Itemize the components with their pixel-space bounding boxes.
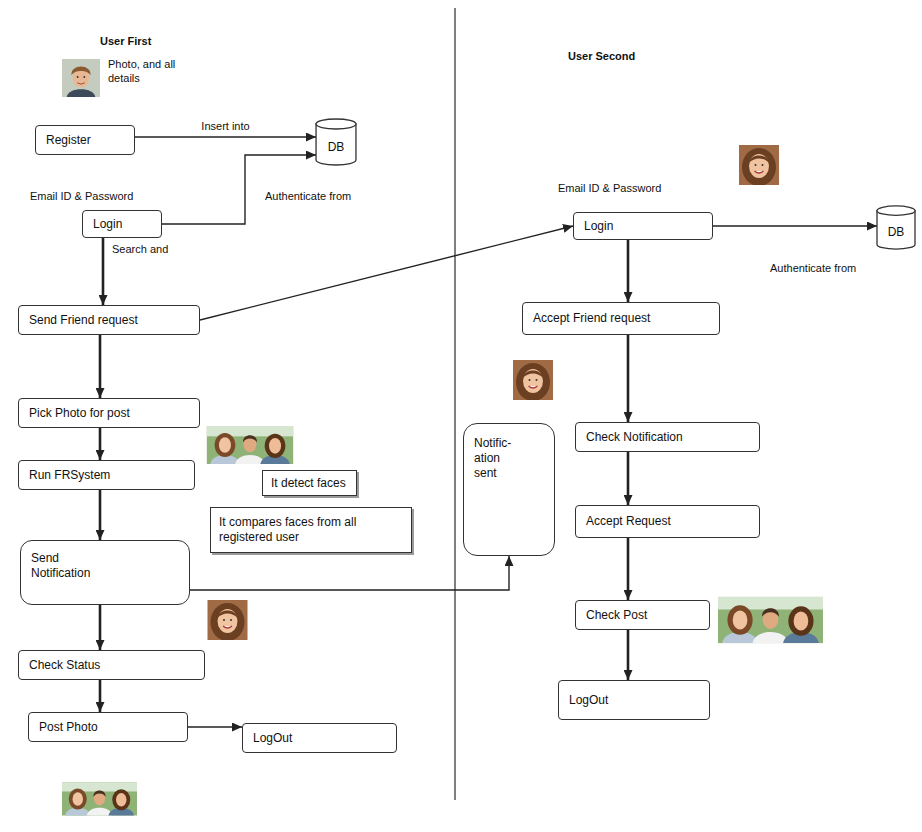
annotation-label: Email ID & Password: [558, 182, 661, 196]
process-box: LogOut: [242, 723, 397, 753]
lane-title: User First: [100, 35, 151, 49]
node-text: Send Notification: [31, 551, 111, 581]
node-text: LogOut: [253, 731, 386, 746]
process-box: Check Notification: [575, 422, 760, 452]
node-text: Login: [93, 217, 151, 232]
annotation-label: Authenticate from: [770, 262, 856, 276]
process-box: Accept Friend request: [522, 302, 720, 335]
node-content: It detect faces: [271, 476, 348, 491]
annotation-label: Email ID & Password: [30, 190, 133, 204]
node-content: Check Post: [586, 608, 699, 623]
user-photo: [62, 59, 100, 97]
process-box: Send Notification: [20, 540, 190, 605]
node-text: Send Friend request: [29, 313, 189, 328]
node-text: Run FRSystem: [29, 468, 184, 483]
node-content: Check Status: [29, 658, 194, 673]
process-box: Pick Photo for post: [18, 398, 200, 428]
flow-arrow: [627, 630, 630, 680]
flow-arrow: [135, 136, 316, 137]
notification-box: Notific- ation sent: [463, 423, 555, 556]
process-box: Login: [573, 212, 713, 240]
node-content: DB: [317, 140, 355, 155]
flow-arrow: [99, 428, 102, 460]
flow-arrow: [200, 226, 573, 320]
process-box: LogOut: [558, 680, 710, 720]
lane-divider: [454, 8, 456, 800]
flow-arrow: [102, 238, 105, 305]
cylinder-body: [877, 211, 915, 249]
flow-arrow: [99, 490, 102, 540]
node-content: It compares faces from all registered us…: [219, 515, 403, 545]
node-text: It detect faces: [271, 476, 348, 491]
process-box: Check Post: [575, 600, 710, 630]
node-text: Notific- ation sent: [474, 436, 526, 481]
node-text: Post Photo: [39, 720, 177, 735]
database-cylinder: DB: [876, 205, 916, 250]
node-content: Send Notification: [31, 551, 179, 581]
node-content: Login: [93, 217, 151, 232]
user-photo: [513, 360, 553, 401]
database-cylinder: DB: [315, 118, 357, 166]
node-content: Pick Photo for post: [29, 406, 189, 421]
node-text: It compares faces from all registered us…: [219, 515, 403, 545]
lane-title: User Second: [568, 50, 635, 64]
process-box: Post Photo: [28, 712, 188, 742]
node-text: LogOut: [569, 693, 699, 708]
flow-arrow: [190, 556, 509, 590]
user-photo: [208, 600, 248, 641]
flow-arrow: [99, 680, 102, 712]
node-text: Pick Photo for post: [29, 406, 189, 421]
flow-arrow: [188, 726, 242, 727]
node-text: Check Post: [586, 608, 699, 623]
flow-arrow: [99, 605, 102, 650]
node-content: LogOut: [253, 731, 386, 746]
cylinder-top: [316, 119, 356, 129]
group-photo: [718, 597, 823, 643]
process-box: Send Friend request: [18, 305, 200, 335]
node-content: LogOut: [569, 693, 699, 708]
node-content: Send Friend request: [29, 313, 189, 328]
annotation-label: Authenticate from: [265, 190, 351, 204]
process-box: Accept Request: [575, 505, 760, 538]
node-content: Login: [584, 219, 702, 234]
group-photo: [62, 783, 137, 816]
flow-arrow: [99, 335, 102, 398]
node-text: Check Notification: [586, 430, 749, 445]
process-box: Login: [82, 210, 162, 238]
cylinder-body: [316, 124, 356, 165]
node-content: Accept Request: [586, 514, 749, 529]
node-content: Run FRSystem: [29, 468, 184, 483]
flow-arrow: [713, 225, 877, 226]
node-text: Login: [584, 219, 702, 234]
flow-arrow: [627, 452, 630, 505]
note-box: It compares faces from all registered us…: [210, 507, 412, 553]
node-text: DB: [317, 140, 355, 155]
node-text: DB: [878, 225, 914, 240]
node-text: Check Status: [29, 658, 194, 673]
flow-arrow: [162, 155, 316, 224]
flow-arrow: [627, 335, 630, 422]
cylinder-top: [877, 206, 915, 215]
node-content: Check Notification: [586, 430, 749, 445]
annotation-label: Search and: [112, 243, 168, 257]
node-text: Register: [46, 133, 124, 148]
edge-label: Insert into: [199, 120, 251, 134]
flow-arrow: [627, 538, 630, 600]
process-box: Register: [35, 125, 135, 155]
annotation-label: Photo, and all details: [108, 58, 190, 86]
group-photo: [207, 426, 293, 464]
node-content: DB: [878, 225, 914, 240]
node-content: Register: [46, 133, 124, 148]
node-content: Accept Friend request: [533, 311, 709, 326]
note-box: It detect faces: [262, 470, 357, 496]
user-photo: [739, 145, 779, 186]
node-content: Notific- ation sent: [474, 436, 544, 481]
process-box: Run FRSystem: [18, 460, 195, 490]
node-text: Accept Request: [586, 514, 749, 529]
node-content: Post Photo: [39, 720, 177, 735]
process-box: Check Status: [18, 650, 205, 680]
flow-arrow: [627, 240, 630, 302]
node-text: Accept Friend request: [533, 311, 709, 326]
